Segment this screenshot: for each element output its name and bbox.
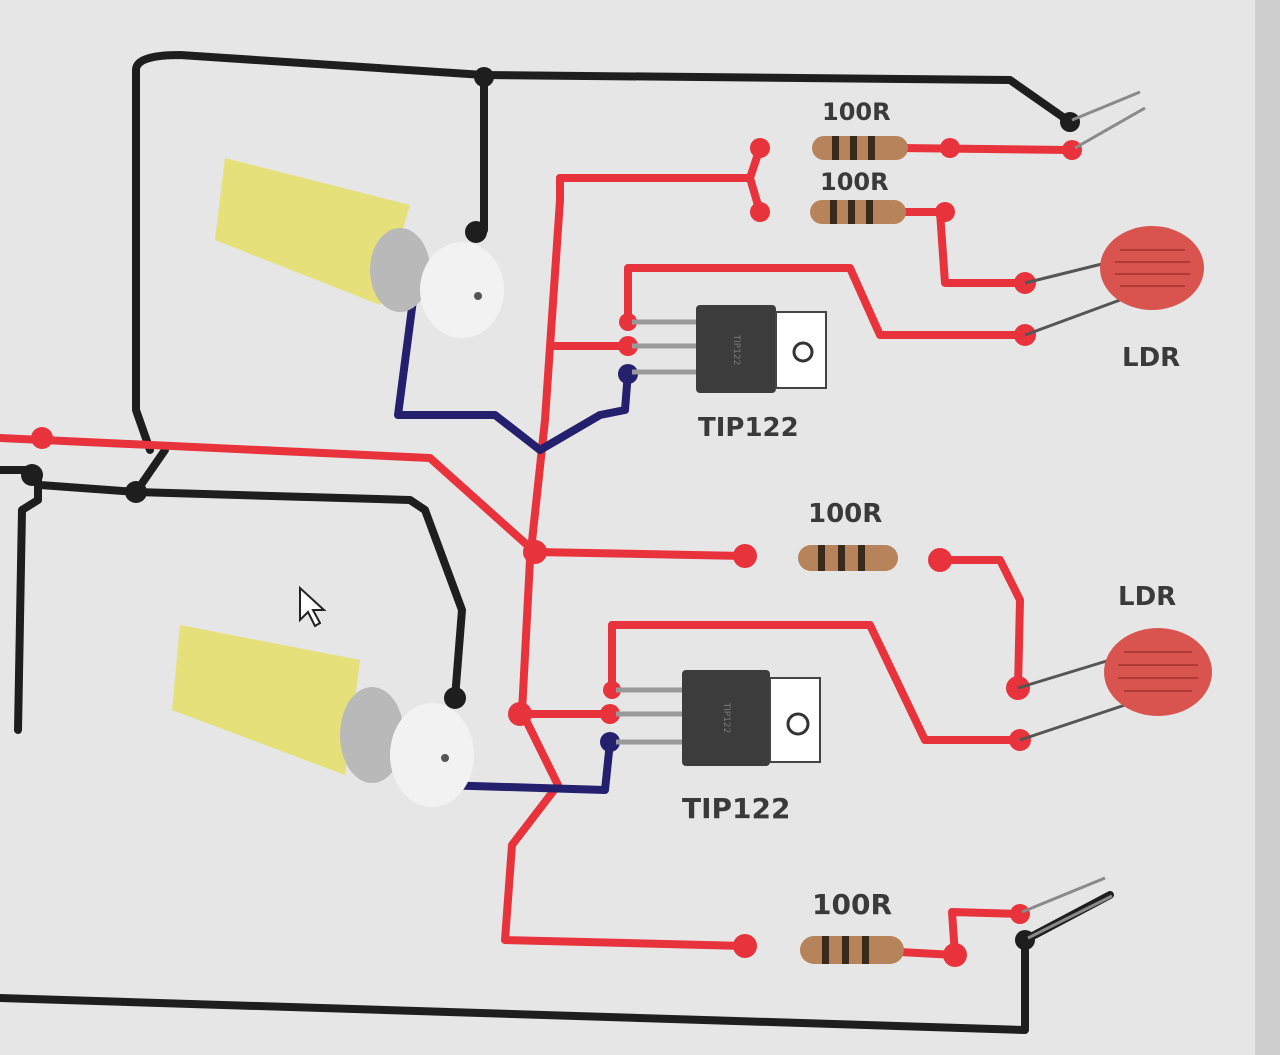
resistor-3 [798,545,898,571]
wire-black-left-vertical [14,476,42,734]
wire-red-main-left [0,434,539,556]
ldr-1-body [1100,226,1204,310]
wire-red-tip2-collector [608,621,1024,744]
wire-black-top-loop [132,51,1074,454]
label-resistor-2: 100R [820,168,889,196]
motor-2-can [340,687,404,783]
wire-red-r4-right [896,908,1024,959]
motor-1-shaft-cap [420,242,504,338]
screen-edge [1255,0,1280,1055]
motor-1-gearbox [215,158,410,305]
transistor-2-body [682,670,770,766]
transistor-2-tab [769,677,821,763]
motor-2-shaft-cap [390,703,474,807]
label-ldr-2: LDR [1118,582,1176,612]
label-transistor-2: TIP122 [682,792,791,825]
wire-red-r3-left [531,548,749,560]
ldr-1 [1024,226,1204,337]
wire-red-r1-left [746,144,764,216]
svg-text:TIP122: TIP122 [721,702,731,734]
label-transistor-1: TIP122 [698,413,799,443]
ldr-2 [1017,628,1212,742]
motor-2-gearbox [172,625,360,775]
motor-1-can [370,228,430,312]
led-2-leads [1021,876,1113,940]
label-ldr-1: LDR [1122,343,1180,373]
transistor-1-body [696,305,776,393]
wire-red-tip1-collector [624,264,1029,339]
label-resistor-4: 100R [812,888,892,921]
wire-red-r3-right [936,556,1024,692]
ldr-2-body [1104,628,1212,716]
wire-red-r2-right [896,208,1029,287]
mouse-cursor-icon [299,585,327,628]
resistor-1 [812,136,908,160]
motor-2 [172,625,474,807]
resistor-4 [800,936,904,964]
wire-black-bottom [0,936,1029,1034]
transistor-1-tab [775,311,827,389]
wire-blue-motor1 [394,281,632,454]
transistor-2: TIP122 [616,670,821,766]
transistor-1: TIP122 [632,305,827,393]
led-1-leads [1071,90,1146,150]
label-resistor-1: 100R [822,98,891,126]
wire-red-r1-right [896,144,1074,154]
svg-text:TIP122: TIP122 [731,334,741,366]
label-resistor-3: 100R [808,499,882,529]
resistor-2 [810,200,906,224]
motor-1 [215,158,504,338]
